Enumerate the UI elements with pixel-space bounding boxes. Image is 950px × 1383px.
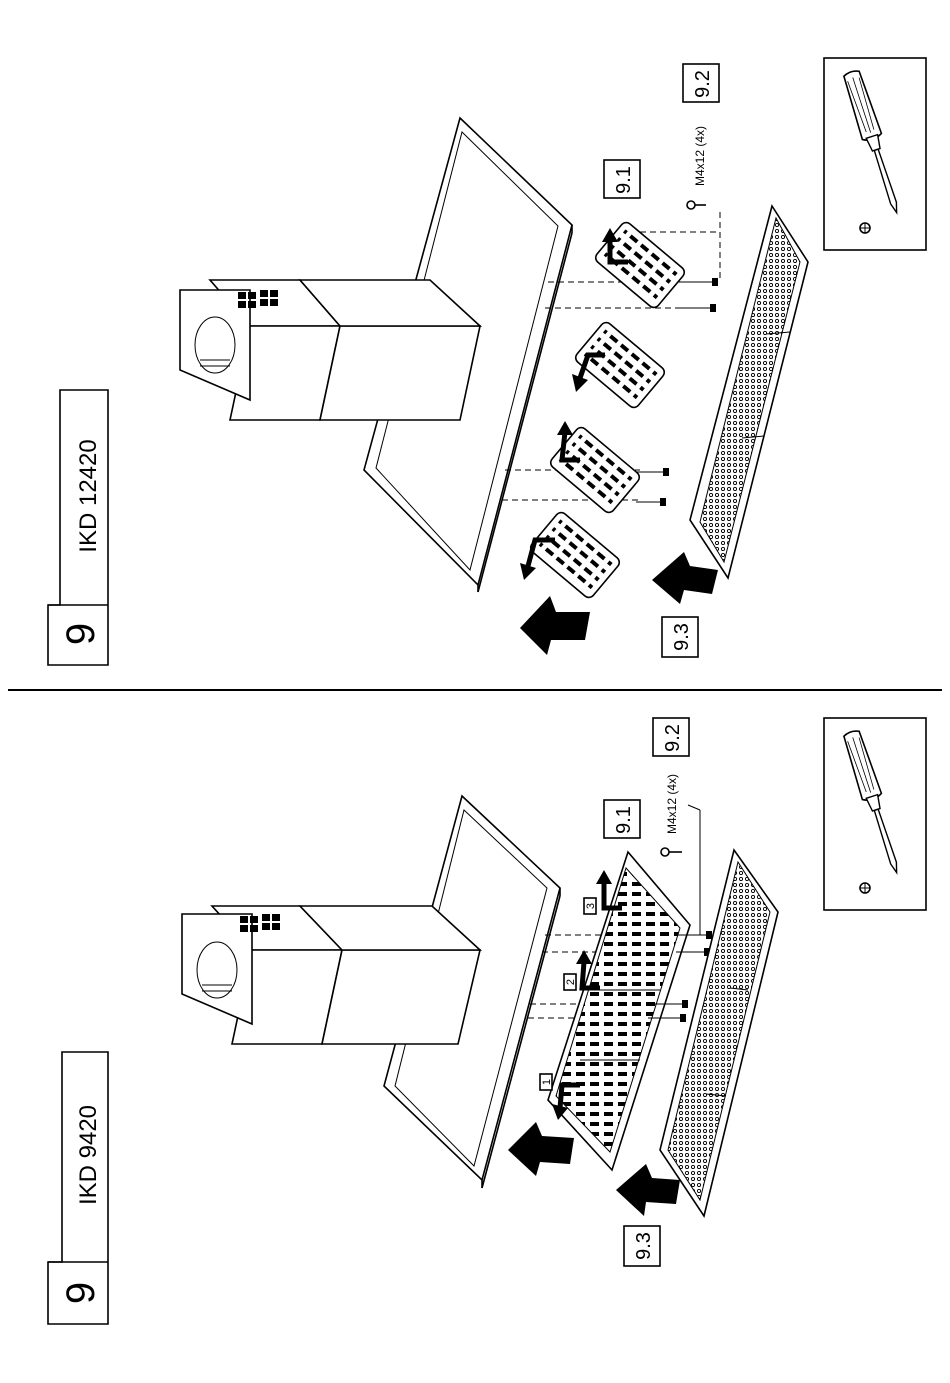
panel-bottom: 9 IKD 9420 bbox=[48, 718, 926, 1324]
svg-text:9.3: 9.3 bbox=[671, 623, 693, 651]
grease-filter bbox=[690, 206, 808, 578]
tool-box bbox=[824, 718, 926, 910]
svg-text:9.1: 9.1 bbox=[613, 806, 635, 834]
chimney bbox=[182, 906, 480, 1044]
label-9-1: 9.1 bbox=[604, 800, 640, 838]
label-9-2: 9.2 bbox=[683, 64, 719, 102]
tool-box bbox=[824, 58, 926, 250]
removal-arrows bbox=[528, 240, 628, 566]
phillips-icon bbox=[860, 883, 870, 893]
phillips-icon bbox=[860, 223, 870, 233]
svg-text:9.1: 9.1 bbox=[613, 166, 635, 194]
svg-text:1: 1 bbox=[541, 1079, 553, 1085]
screw-spec: M4x12 (4x) bbox=[693, 126, 707, 186]
label-9-1: 9.1 bbox=[604, 160, 640, 198]
model-label: IKD 9420 bbox=[75, 1105, 102, 1205]
step-number: 9 bbox=[59, 623, 103, 645]
chimney bbox=[180, 280, 480, 420]
svg-text:9.3: 9.3 bbox=[633, 1232, 655, 1260]
label-9-3: 9.3 bbox=[662, 617, 698, 657]
screw-spec: M4x12 (4x) bbox=[665, 774, 679, 834]
svg-text:9.2: 9.2 bbox=[662, 724, 684, 752]
model-label: IKD 12420 bbox=[75, 439, 102, 552]
svg-text:2: 2 bbox=[565, 979, 577, 985]
sequence-2: 2 bbox=[564, 974, 577, 990]
label-9-2: 9.2 bbox=[653, 718, 689, 756]
label-9-3: 9.3 bbox=[624, 1226, 660, 1266]
svg-text:3: 3 bbox=[585, 903, 597, 909]
grease-filter bbox=[660, 850, 778, 1216]
filter-frames bbox=[528, 220, 686, 600]
panel-top: 9 IKD 12420 bbox=[48, 58, 926, 665]
sequence-1: 1 bbox=[540, 1074, 553, 1090]
svg-text:9.2: 9.2 bbox=[692, 70, 714, 98]
sequence-3: 3 bbox=[584, 898, 597, 914]
step-number: 9 bbox=[59, 1282, 103, 1304]
